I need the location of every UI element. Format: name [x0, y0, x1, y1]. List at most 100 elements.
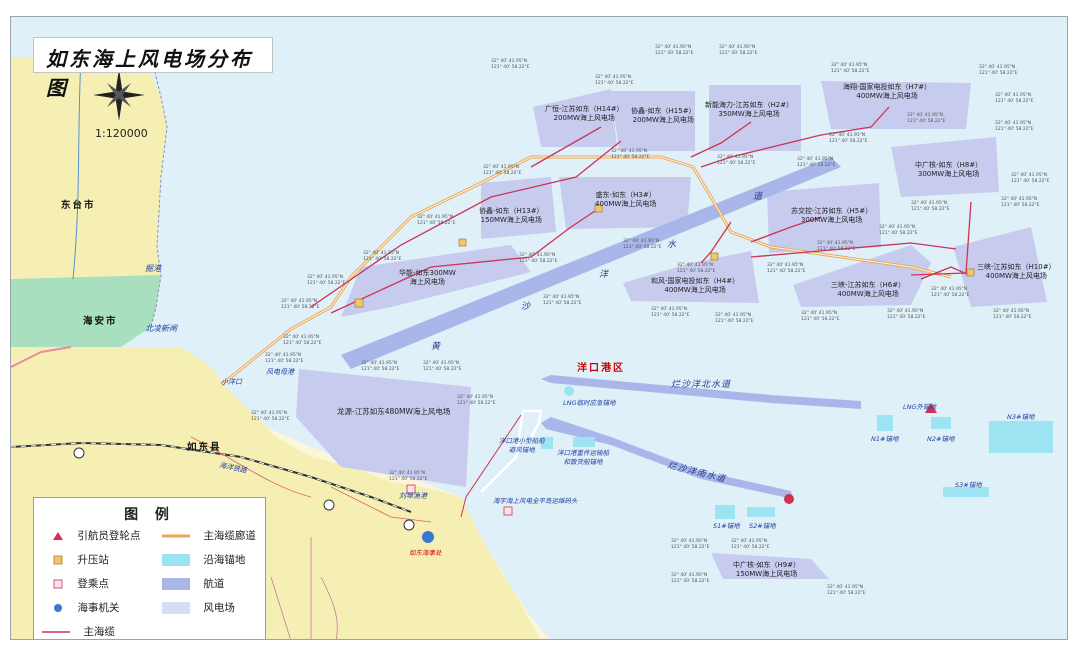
label-beiling-xinzha: 北凌新闸	[145, 324, 177, 333]
coord-label: 32° 40' 41.95"N 121° 40' 58.22"E	[979, 65, 1018, 76]
label-windfarm-h5: 苏交控-江苏如东（H5#）300MW海上风电场	[791, 207, 873, 224]
compass-icon: N	[93, 59, 145, 121]
map-title: 如东海上风电场分布图	[33, 37, 273, 100]
anchorage-s2	[747, 507, 775, 517]
north-channel	[541, 375, 861, 409]
coord-label: 32° 40' 41.95"N 121° 40' 58.22"E	[651, 307, 690, 318]
substation-icon	[710, 252, 719, 261]
coord-label: 32° 40' 41.95"N 121° 40' 58.22"E	[767, 263, 806, 274]
label-fenggang: 掘港	[145, 264, 161, 273]
coord-label: 32° 40' 41.95"N 121° 40' 58.22"E	[715, 313, 754, 324]
coord-label: 32° 40' 41.95"N 121° 40' 58.22"E	[801, 311, 840, 322]
coord-label: 32° 40' 41.95"N 121° 40' 58.22"E	[995, 93, 1034, 104]
coord-label: 32° 40' 41.95"N 121° 40' 58.22"E	[281, 299, 320, 310]
place-dongtai: 东台市	[61, 200, 96, 211]
railway-ties	[11, 442, 412, 513]
channel-swatch	[162, 578, 190, 590]
coord-label: 32° 40' 41.95"N 121° 40' 58.22"E	[595, 75, 634, 86]
label-windfarm-h13: 协鑫-如东（H13#）150MW海上风电场	[479, 207, 544, 224]
anchorage-lng-temp	[564, 386, 574, 396]
windfarm-h10	[953, 227, 1047, 307]
stations	[73, 447, 415, 531]
pilot-icon	[53, 532, 63, 540]
windfarm-swatch	[162, 602, 190, 614]
label-xiaoyangkou: 小洋口	[221, 378, 242, 386]
label-windfarm-h8: 中广核-如东（H8#）300MW海上风电场	[915, 161, 983, 178]
coord-label: 32° 40' 41.95"N 121° 40' 58.22"E	[623, 239, 662, 250]
main-cables	[310, 106, 972, 314]
land-haian	[11, 275, 161, 367]
label-huangsha-3: 洋	[599, 270, 610, 280]
maritime-office-icon	[422, 531, 434, 543]
label-windfarm-h10: 三峡-江苏如东（H10#）400MW海上风电场	[977, 263, 1056, 280]
pilot-icon	[784, 494, 794, 504]
label-n1: N1#锚地	[871, 435, 899, 443]
main-cable-line	[42, 631, 70, 633]
coord-label: 32° 40' 41.95"N 121° 40' 58.22"E	[817, 241, 856, 252]
river-inland	[270, 537, 338, 639]
legend-item-channel: 航道	[162, 576, 224, 592]
windfarm-h15	[611, 91, 695, 151]
windfarm-areas	[296, 81, 1047, 579]
windfarm-h3	[559, 177, 691, 229]
land-dongtai	[11, 57, 167, 279]
windfarm-h13	[481, 177, 556, 239]
coord-label: 32° 40' 41.95"N 121° 40' 58.22"E	[671, 539, 710, 550]
label-huangsha-1: 黄	[431, 342, 442, 352]
windfarm-hr	[341, 245, 531, 317]
label-s2: S2#锚地	[749, 522, 776, 530]
place-rudong: 如东县	[187, 442, 222, 453]
label-island-base: 海宇海上风电全平岛运维码头	[493, 497, 578, 505]
legend-item-boarding: 登乘点	[52, 576, 109, 592]
coord-label: 32° 40' 41.95"N 121° 40' 58.22"E	[363, 251, 402, 262]
coord-label: 32° 40' 41.95"N 121° 40' 58.22"E	[251, 411, 290, 422]
windfarm-h2	[709, 85, 801, 151]
anchorage-s3	[943, 487, 989, 497]
windfarm-h9	[711, 553, 829, 579]
place-yangkou-port: 洋口港区	[577, 363, 625, 374]
coord-label: 32° 40' 41.95"N 121° 40' 58.22"E	[389, 471, 428, 482]
legend-title: 图 例	[124, 507, 175, 523]
pilot-icon	[925, 403, 937, 413]
coord-label: 32° 40' 41.95"N 121° 40' 58.22"E	[887, 309, 926, 320]
label-windfarm-h9: 中广核-如东（H9#）150MW海上风电场	[733, 561, 801, 578]
coord-label: 32° 40' 41.95"N 121° 40' 58.22"E	[995, 121, 1034, 132]
coord-label: 32° 40' 41.95"N 121° 40' 58.22"E	[671, 573, 710, 584]
windfarm-h5	[767, 183, 881, 253]
coord-label: 32° 40' 41.95"N 121° 40' 58.22"E	[827, 585, 866, 596]
coord-label: 32° 40' 41.95"N 121° 40' 58.22"E	[931, 287, 970, 298]
cable-corridor-inner	[220, 156, 952, 386]
south-channel	[541, 417, 793, 499]
boarding-icon	[53, 579, 63, 589]
label-s3: S3#锚地	[955, 481, 982, 489]
map-canvas: N 如东海上风电场分布图 1:120000 东台市 海安市 如东县 洋口港区 掘…	[10, 16, 1068, 640]
coord-label: 32° 40' 41.95"N 121° 40' 58.22"E	[797, 157, 836, 168]
label-n3: N3#锚地	[1007, 413, 1035, 421]
windfarm-h6	[793, 245, 931, 307]
anchorage-n1	[877, 415, 893, 431]
substation-icon	[594, 204, 603, 213]
windfarm-ly	[296, 369, 471, 487]
boarding-point-icon	[503, 506, 513, 516]
coord-label: 32° 40' 41.95"N 121° 40' 58.22"E	[1001, 197, 1040, 208]
place-haian: 海安市	[83, 316, 118, 327]
coord-label: 32° 40' 41.95"N 121° 40' 58.22"E	[677, 263, 716, 274]
coord-label: 32° 40' 41.95"N 121° 40' 58.22"E	[283, 335, 322, 346]
coord-label: 32° 40' 41.95"N 121° 40' 58.22"E	[265, 353, 304, 364]
windfarm-h7	[821, 81, 971, 129]
label-windfarm-h7: 海翔-国家电投如东（H7#）400MW海上风电场	[843, 83, 932, 100]
coastline-dashed	[150, 56, 168, 328]
coord-label: 32° 40' 41.95"N 121° 40' 58.22"E	[719, 45, 758, 56]
substation-icon	[966, 268, 975, 277]
label-s1: S1#锚地	[713, 522, 740, 530]
coord-label: 32° 40' 41.95"N 121° 40' 58.22"E	[307, 275, 346, 286]
coord-label: 32° 40' 41.95"N 121° 40' 58.22"E	[361, 361, 400, 372]
legend-item-main-cable: 主海缆	[42, 624, 115, 639]
legend-item-anchorage: 沿海锚地	[162, 552, 245, 568]
land-rudong-pale	[226, 387, 550, 639]
label-maritime-office: 如东海事处	[409, 549, 442, 557]
anchorages	[541, 386, 1053, 519]
label-windfarm-h6: 三峡-江苏如东（H6#）400MW海上风电场	[831, 281, 906, 298]
boarding-point-icon	[406, 484, 416, 494]
